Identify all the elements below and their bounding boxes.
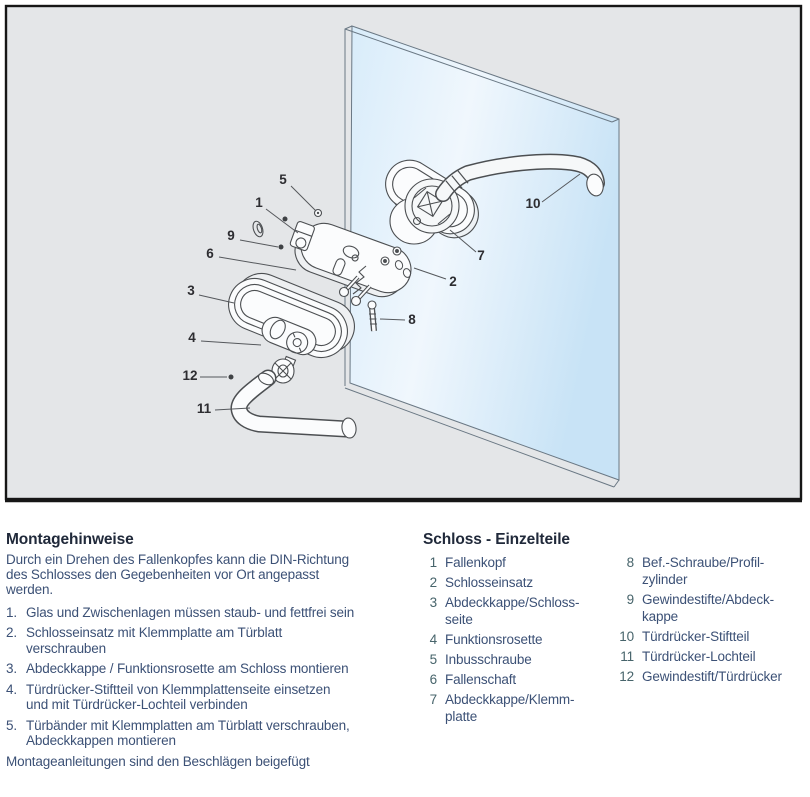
part-item: 5 Inbusschraube xyxy=(423,651,612,668)
callout-3: 3 xyxy=(187,283,195,298)
part-item: 11 Türdrücker-Lochteil xyxy=(612,648,803,665)
part-number: 11 xyxy=(620,649,634,664)
step-text: Glas und Zwischenlagen müssen staub- und… xyxy=(26,604,355,620)
part-item: 9 Gewindestifte/Abdeck- kappe xyxy=(612,591,803,625)
step-number: 2. xyxy=(6,625,17,641)
montage-heading: Montagehinweise xyxy=(6,531,134,548)
exploded-view-diagram: 5 1 9 6 3 4 12 11 2 7 8 10 xyxy=(4,4,803,503)
part-number: 6 xyxy=(429,672,438,687)
part-item: 6 Fallenschaft xyxy=(423,671,612,688)
parts-section: Schloss - Einzelteile 1 Fallenkopf 2 Sch… xyxy=(423,531,803,728)
step-text: Türdrücker-Stiftteil von Klemmplattensei… xyxy=(26,681,331,713)
part-label: Gewindestifte/Abdeck- kappe xyxy=(642,592,774,624)
part-number: 1 xyxy=(429,555,438,570)
step-item: 1. Glas und Zwischenlagen müssen staub- … xyxy=(6,605,408,621)
step-item: 3. Abdeckkappe / Funktionsrosette am Sch… xyxy=(6,661,408,677)
callout-7: 7 xyxy=(477,248,485,263)
step-number: 5. xyxy=(6,717,17,733)
grub-screw-top xyxy=(282,216,288,222)
parts-list-8-12: 8 Bef.-Schraube/Profil- zylinder 9 Gewin… xyxy=(612,554,803,728)
part-number: 4 xyxy=(429,632,438,647)
function-rosette xyxy=(261,316,317,356)
part-item: 8 Bef.-Schraube/Profil- zylinder xyxy=(612,554,803,588)
parts-list-1-7: 1 Fallenkopf 2 Schlosseinsatz 3 Abdeckka… xyxy=(423,554,612,728)
step-number: 4. xyxy=(6,681,17,697)
grub-screw-bottom xyxy=(278,244,284,250)
step-item: 5. Türbänder mit Klemmplatten am Türblat… xyxy=(6,718,408,749)
fastener-cluster xyxy=(338,260,412,307)
callout-11: 11 xyxy=(197,401,212,416)
part-label: Inbusschraube xyxy=(445,652,532,667)
part-label: Abdeckkappe/Klemm- platte xyxy=(445,692,575,724)
part-label: Gewindestift/Türdrücker xyxy=(642,669,782,684)
part-number: 12 xyxy=(619,669,634,684)
callout-12: 12 xyxy=(182,368,197,383)
profile-cylinder-screw xyxy=(367,300,377,332)
part-label: Fallenschaft xyxy=(445,672,516,687)
part-number: 10 xyxy=(619,629,634,644)
step-number: 3. xyxy=(6,661,17,677)
step-text: Schlosseinsatz mit Klemmplatte am Türbla… xyxy=(26,625,283,656)
handle-collar-rings xyxy=(445,170,469,194)
inbus-screw-center xyxy=(316,211,320,215)
part-number: 5 xyxy=(429,652,438,667)
parts-heading: Schloss - Einzelteile xyxy=(423,531,570,548)
part-label: Abdeckkappe/Schloss- seite xyxy=(445,595,580,627)
grub-screw-handle xyxy=(228,374,234,380)
part-item: 2 Schlosseinsatz xyxy=(423,574,612,591)
part-label: Türdrücker-Lochteil xyxy=(642,649,756,664)
part-item: 7 Abdeckkappe/Klemm- platte xyxy=(423,691,612,725)
part-number: 7 xyxy=(429,692,438,707)
leader-lines xyxy=(198,173,581,411)
step-text: Türbänder mit Klemmplatten am Türblatt v… xyxy=(26,717,350,749)
montage-intro: Durch ein Drehen des Fallenkopfes kann d… xyxy=(6,552,349,598)
step-text: Abdeckkappe / Funktionsrosette am Schlos… xyxy=(26,661,349,677)
part-label: Türdrücker-Stiftteil xyxy=(642,629,750,644)
step-item: 2. Schlosseinsatz mit Klemmplatte am Tür… xyxy=(6,625,408,656)
handle-connector-ring xyxy=(271,355,297,384)
callout-4: 4 xyxy=(188,330,196,345)
part-number: 8 xyxy=(626,555,635,570)
part-number: 3 xyxy=(429,595,438,610)
part-label: Funktionsrosette xyxy=(445,632,543,647)
callout-9: 9 xyxy=(227,228,235,243)
part-item: 1 Fallenkopf xyxy=(423,554,612,571)
montage-section: Montagehinweise Durch ein Drehen des Fal… xyxy=(6,531,408,769)
part-item: 12 Gewindestift/Türdrücker xyxy=(612,668,803,685)
part-number: 2 xyxy=(429,575,438,590)
part-label: Fallenkopf xyxy=(445,555,506,570)
part-item: 10 Türdrücker-Stiftteil xyxy=(612,628,803,645)
cover-cap-lock-side xyxy=(228,272,355,359)
part-label: Bef.-Schraube/Profil- zylinder xyxy=(642,555,765,587)
part-label: Schlosseinsatz xyxy=(445,575,533,590)
glass-pane xyxy=(344,25,620,488)
part-item: 3 Abdeckkappe/Schloss- seite xyxy=(423,594,612,628)
step-item: 4. Türdrücker-Stiftteil von Klemmplatten… xyxy=(6,682,408,713)
montage-steps: 1. Glas und Zwischenlagen müssen staub- … xyxy=(6,605,408,749)
latch-head xyxy=(289,221,315,252)
callout-1: 1 xyxy=(255,195,263,210)
callout-10: 10 xyxy=(525,196,540,211)
callout-5: 5 xyxy=(279,172,287,187)
part-item: 4 Funktionsrosette xyxy=(423,631,612,648)
montage-footer: Montageanleitungen sind den Beschlägen b… xyxy=(6,753,310,769)
step-number: 1. xyxy=(6,604,17,620)
part-number: 9 xyxy=(626,592,635,607)
grub-screw-clip xyxy=(252,220,264,238)
callout-6: 6 xyxy=(206,246,214,261)
callout-8: 8 xyxy=(408,312,416,327)
callout-2: 2 xyxy=(449,274,457,289)
door-handle-pin-side xyxy=(435,153,605,202)
